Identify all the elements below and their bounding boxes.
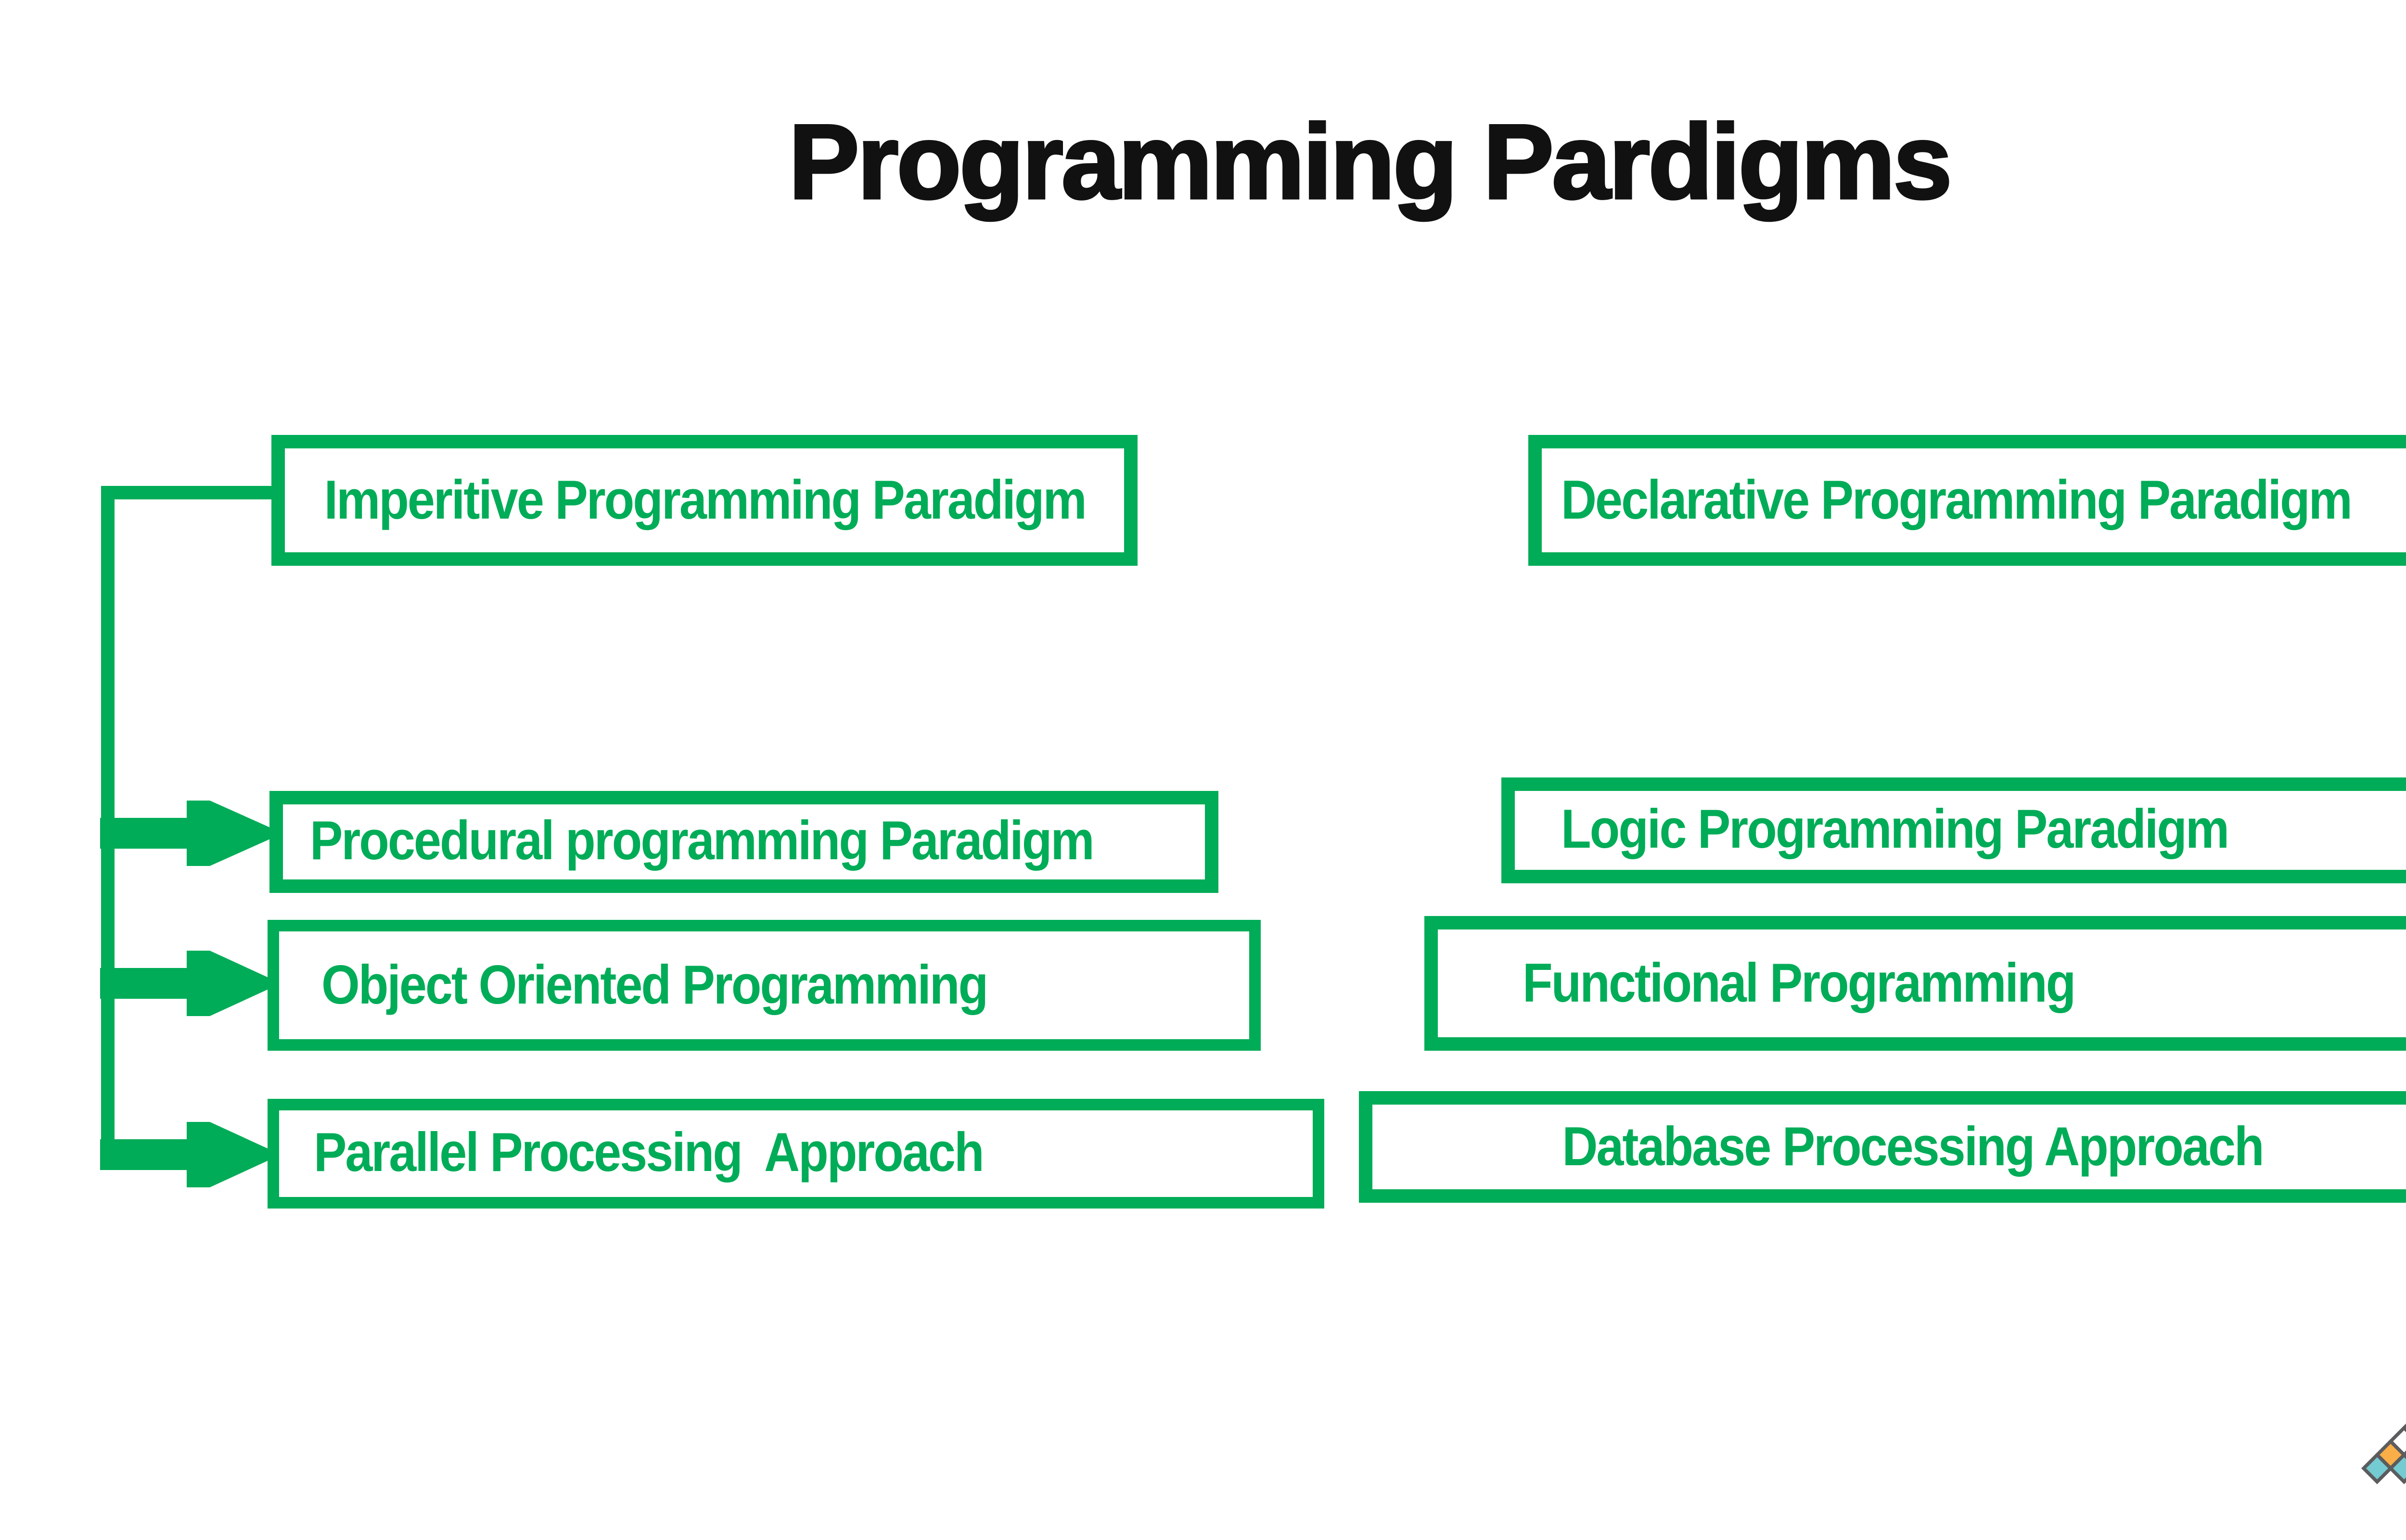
- left-trunk-line: [101, 486, 271, 1170]
- box-object-oriented: Object Oriented Programming: [268, 920, 1261, 1051]
- box-label-declarative: Declarative Programming Paradigm: [1561, 469, 2353, 530]
- box-label-database: Database Processing Approach: [1562, 1115, 2265, 1177]
- box-label-oop: Object Oriented Programming: [321, 954, 988, 1015]
- box-database-processing: Database Processing Approach: [1359, 1091, 2406, 1203]
- interviewbit-logo: InterviewBit: [2360, 1413, 2406, 1493]
- box-label-functional: Functional Programming: [1523, 952, 2076, 1013]
- box-label-logic: Logic Programming Paradigm: [1561, 799, 2229, 860]
- box-label-procedural: Procedural programming Paradigm: [310, 810, 1095, 872]
- box-logic-paradigm: Logic Programming Paradigm: [1501, 777, 2406, 883]
- arrow-imperative-to-parallel: [100, 1122, 281, 1187]
- box-label-imperative: Imperitive Programming Paradigm: [323, 469, 1087, 530]
- box-functional-programming: Functional Programming: [1424, 916, 2406, 1051]
- page-title: Programming Pardigms: [787, 101, 1953, 222]
- box-declarative-paradigm: Declarative Programming Paradigm: [1528, 435, 2406, 566]
- interviewbit-logo-icon: [2361, 1423, 2406, 1485]
- arrow-imperative-to-procedural: [100, 801, 283, 866]
- box-procedural-paradigm: Procedural programming Paradigm: [269, 791, 1218, 893]
- box-imperative-paradigm: Imperitive Programming Paradigm: [271, 435, 1138, 566]
- arrow-imperative-to-oop: [100, 951, 281, 1016]
- box-label-parallel: Parallel Processing Approach: [314, 1122, 985, 1184]
- box-parallel-processing: Parallel Processing Approach: [268, 1099, 1324, 1209]
